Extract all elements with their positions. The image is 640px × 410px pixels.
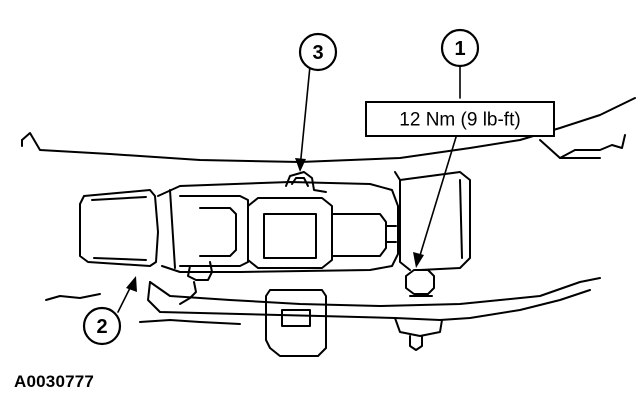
callout-1-number: 1 xyxy=(454,38,465,60)
callout-3: 3 xyxy=(298,32,338,72)
callout-1: 1 xyxy=(440,28,480,68)
retaining-clip xyxy=(285,171,327,193)
callout-2-number: 2 xyxy=(96,316,107,338)
electrical-connector xyxy=(179,261,327,357)
callout-2: 2 xyxy=(82,306,122,346)
sensor-housing xyxy=(79,181,399,273)
callout-3-number: 3 xyxy=(312,42,323,64)
torque-spec-box: 12 Nm (9 lb-ft) xyxy=(365,101,555,137)
figure-id: A0030777 xyxy=(14,372,95,391)
body-panel xyxy=(21,97,636,325)
torque-spec-text: 12 Nm (9 lb-ft) xyxy=(399,110,520,131)
mounting-bolt xyxy=(405,269,435,297)
leader-arrows xyxy=(126,158,424,292)
